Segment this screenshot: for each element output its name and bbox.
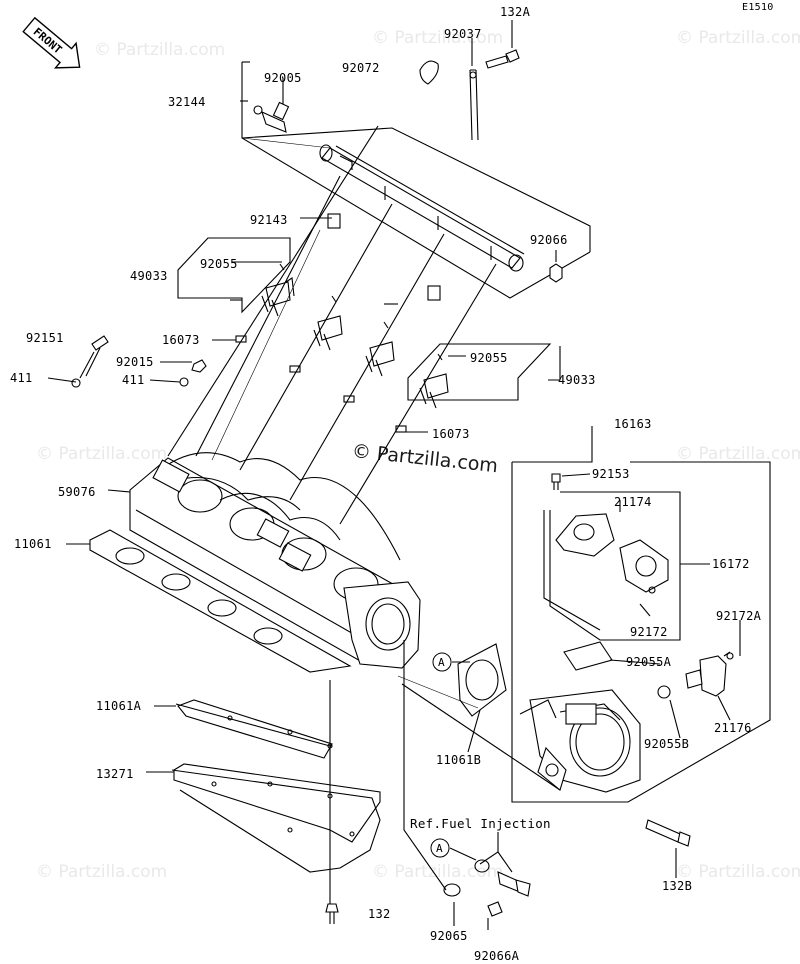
injector <box>419 353 449 409</box>
leader <box>241 62 591 299</box>
injector <box>365 321 395 377</box>
part-label-11061A: 11061A <box>96 699 142 713</box>
injector <box>261 263 295 317</box>
watermark: © Partzilla.com <box>372 28 504 48</box>
svg-text:A: A <box>436 842 443 855</box>
part-label-92066A: 92066A <box>474 949 520 963</box>
callout-marker-A: A <box>432 652 452 672</box>
gasket-11061B <box>457 643 507 717</box>
cover-gasket-11061A <box>171 699 381 873</box>
part-label-92055: 92055 <box>470 351 508 365</box>
part-label-92055: 92055 <box>200 257 238 271</box>
part-label-132: 132 <box>368 907 391 921</box>
part-label-92055B: 92055B <box>644 737 690 751</box>
part-label-16172: 16172 <box>712 557 750 571</box>
gasket-92055A <box>563 641 613 671</box>
part-label-92172A: 92172A <box>716 609 762 623</box>
bolt-92151 <box>79 335 109 379</box>
diagram-code: E1510 <box>742 2 774 13</box>
watermark: © Partzilla.com <box>94 40 226 60</box>
part-label-59076: 59076 <box>58 485 96 499</box>
watermark: © Partzilla.com <box>372 862 504 882</box>
throttle-body <box>519 689 641 793</box>
part-label-32144: 32144 <box>168 95 206 109</box>
part-label-11061: 11061 <box>14 537 52 551</box>
part-label-16073: 16073 <box>162 333 200 347</box>
part-label-21174: 21174 <box>614 495 652 509</box>
part-label-16073: 16073 <box>432 427 470 441</box>
part-label-92172: 92172 <box>630 625 668 639</box>
watermark: © Partzilla.com <box>676 444 800 464</box>
sensor-21176 <box>685 651 731 697</box>
watermark: © Partzilla.com <box>676 28 800 48</box>
fuel-rail <box>319 144 525 272</box>
part-label-92055A: 92055A <box>626 655 672 669</box>
bolt-132B <box>645 819 691 847</box>
callout-marker-A: A <box>430 838 450 858</box>
part-label-411: 411 <box>122 373 145 387</box>
watermark: © Partzilla.com <box>36 862 168 882</box>
tps-housing <box>555 513 669 594</box>
bolt-132A <box>485 49 520 69</box>
gasket-11061 <box>89 529 352 673</box>
part-label-411: 411 <box>10 371 33 385</box>
part-label-21176: 21176 <box>714 721 752 735</box>
temp-sensor <box>487 871 531 917</box>
part-label-11061B: 11061B <box>436 753 482 767</box>
part-label-132A: 132A <box>500 5 531 19</box>
part-label-92072: 92072 <box>342 61 380 75</box>
svg-text:A: A <box>438 656 445 669</box>
part-label-92037: 92037 <box>444 27 482 41</box>
part-label-92015: 92015 <box>116 355 154 369</box>
part-label-92151: 92151 <box>26 331 64 345</box>
intake-manifold <box>129 452 421 669</box>
part-label-49033: 49033 <box>558 373 596 387</box>
part-label-132B: 132B <box>662 879 693 893</box>
part-label-16163: 16163 <box>614 417 652 431</box>
screw-132 <box>325 903 339 924</box>
part-label-92065: 92065 <box>430 929 468 943</box>
injector-group-bracket <box>177 237 291 314</box>
part-label-92143: 92143 <box>250 213 288 227</box>
front-arrow-icon: FRONT <box>22 16 81 69</box>
part-label-13271: 13271 <box>96 767 134 781</box>
part-label-92153: 92153 <box>592 467 630 481</box>
part-label-92066: 92066 <box>530 233 568 247</box>
watermark: © Partzilla.com <box>676 862 800 882</box>
part-label-49033: 49033 <box>130 269 168 283</box>
part-label-92005: 92005 <box>264 71 302 85</box>
watermark: © Partzilla.com <box>36 444 168 464</box>
pressure-regulator <box>253 101 290 133</box>
injector <box>313 295 343 351</box>
reference-note: Ref.Fuel Injection <box>410 816 551 831</box>
